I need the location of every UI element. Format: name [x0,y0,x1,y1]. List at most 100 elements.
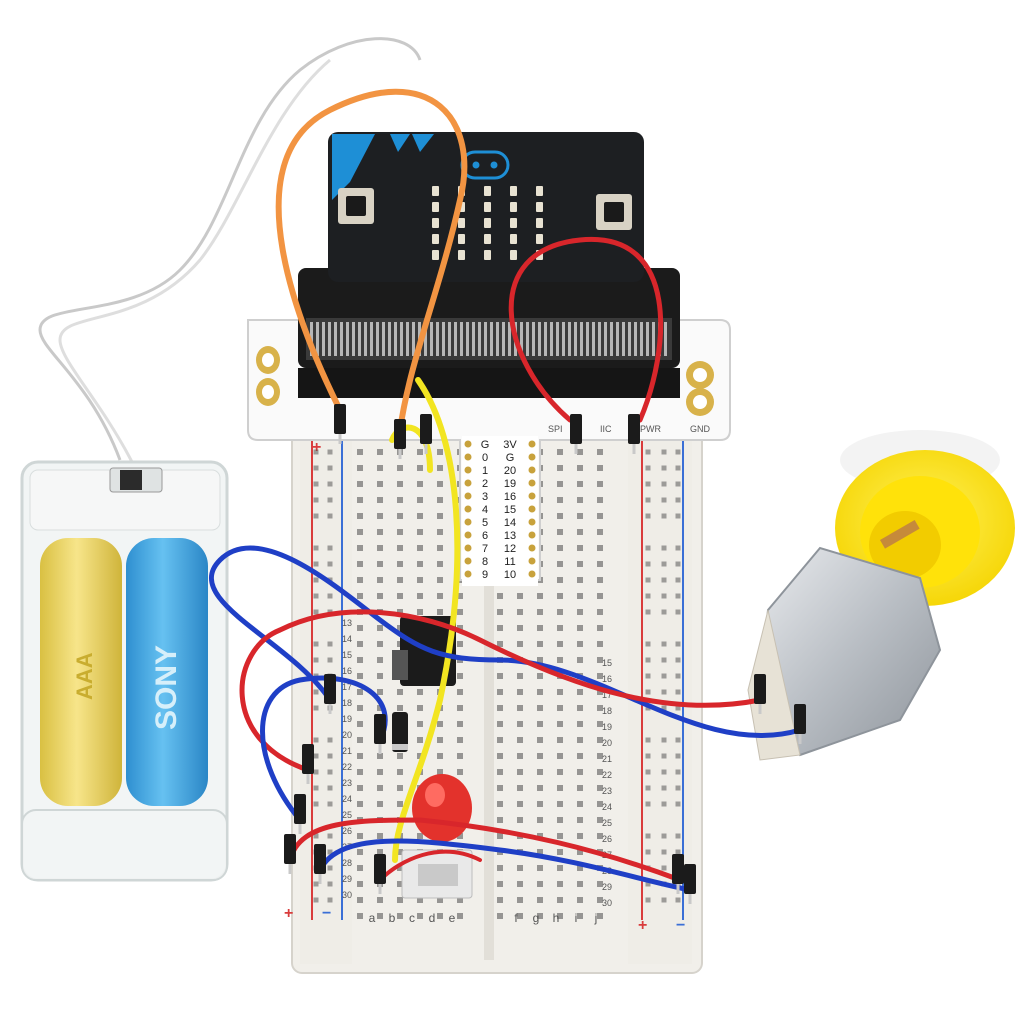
row-number-left: 17 [342,682,352,692]
row-number-left: 24 [342,794,352,804]
pin-label-right: 20 [504,465,516,477]
row-number-right: 17 [602,690,612,700]
jumper-tip [334,404,346,434]
battery-lead-white [58,58,331,463]
battery-left [40,538,122,806]
column-letter: b [389,911,396,925]
pin-label-right: 3V [503,439,517,451]
pin-label-left: 3 [482,491,488,503]
jumper-tip [314,844,326,874]
jumper-tip [684,864,696,894]
pin-label-right: G [506,452,515,464]
row-number-right: 22 [602,770,612,780]
jumper-tip [628,414,640,444]
jumper-tip [394,419,406,449]
microbit-board [328,132,644,282]
battery-right-label: SONY [150,645,183,730]
jumper-tip [794,704,806,734]
row-number-left: 19 [342,714,352,724]
breadboard-center-channel [484,440,494,960]
wire-yellow-long [392,377,461,863]
column-letter: j [594,911,598,925]
row-number-left: 26 [342,826,352,836]
row-number-left: 23 [342,778,352,788]
wire-blue-2 [260,675,388,823]
pin-label-left: 4 [482,504,488,516]
row-number-right: 15 [602,658,612,668]
row-number-right: 21 [602,754,612,764]
pin-label-right: 12 [504,543,516,555]
row-number-right: 19 [602,722,612,732]
dc-motor [747,430,1015,761]
jumper-tip [672,854,684,884]
row-number-left: 16 [342,666,352,676]
pin-label-left: 0 [482,452,488,464]
column-letter: g [533,911,540,925]
battery-lead-gray [38,37,422,461]
pin-label-left: G [481,439,490,451]
row-number-right: 16 [602,674,612,684]
column-letter: f [514,911,518,925]
jumper-tip [324,674,336,704]
right-rail-plus-bottom: + [638,917,647,934]
jumper-tip [374,854,386,884]
wire-red-1 [239,609,763,773]
pin-label-left: 8 [482,556,488,568]
left-rail-plus-top: + [312,439,321,456]
row-number-right: 24 [602,802,612,812]
battery-holder: AAA SONY [20,37,422,882]
row-number-right: 25 [602,818,612,828]
row-number-left: 30 [342,890,352,900]
jumper-tip [294,794,306,824]
column-letter: c [409,911,415,925]
label-gnd: GND [690,424,711,434]
column-letter: h [553,911,560,925]
row-number-left: 13 [342,618,352,628]
jumper-tip [374,714,386,744]
microbit-corner-accent [332,134,375,200]
pin-label-right: 15 [504,504,516,516]
row-number-left: 15 [342,650,352,660]
jumper-tip [302,744,314,774]
column-letter: d [429,911,436,925]
left-rail-minus-bottom: − [322,905,331,922]
wire-red-top [508,237,664,423]
pin-label-right: 13 [504,530,516,542]
right-rail-minus-bottom: − [676,917,685,934]
pin-label-left: 9 [482,569,488,581]
button-a[interactable] [338,188,374,224]
row-number-right: 30 [602,898,612,908]
pin-label-left: 5 [482,517,488,529]
row-number-left: 18 [342,698,352,708]
edge-connector [298,268,680,398]
diode [392,712,408,752]
jumper-connector-tips [284,404,806,904]
battery-right [126,538,208,806]
jumper-tip [420,414,432,444]
row-number-right: 29 [602,882,612,892]
wires [209,88,803,893]
pin-label-right: 10 [504,569,516,581]
row-number-right: 23 [602,786,612,796]
row-number-left: 25 [342,810,352,820]
wire-blue-3 [317,838,693,893]
left-rail-plus-bottom: + [284,905,293,922]
label-pwr: PWR [640,424,661,434]
row-number-left: 29 [342,874,352,884]
button-b[interactable] [596,194,632,230]
wire-red-3 [378,849,482,882]
led-matrix [432,186,543,260]
wire-orange [275,88,468,433]
jumper-tip [570,414,582,444]
pin-label-left: 1 [482,465,488,477]
row-number-right: 20 [602,738,612,748]
row-number-left: 22 [342,762,352,772]
column-letter: a [369,911,376,925]
label-spi: SPI [548,424,563,434]
pin-label-left: 2 [482,478,488,490]
pin-label-right: 11 [504,556,515,568]
